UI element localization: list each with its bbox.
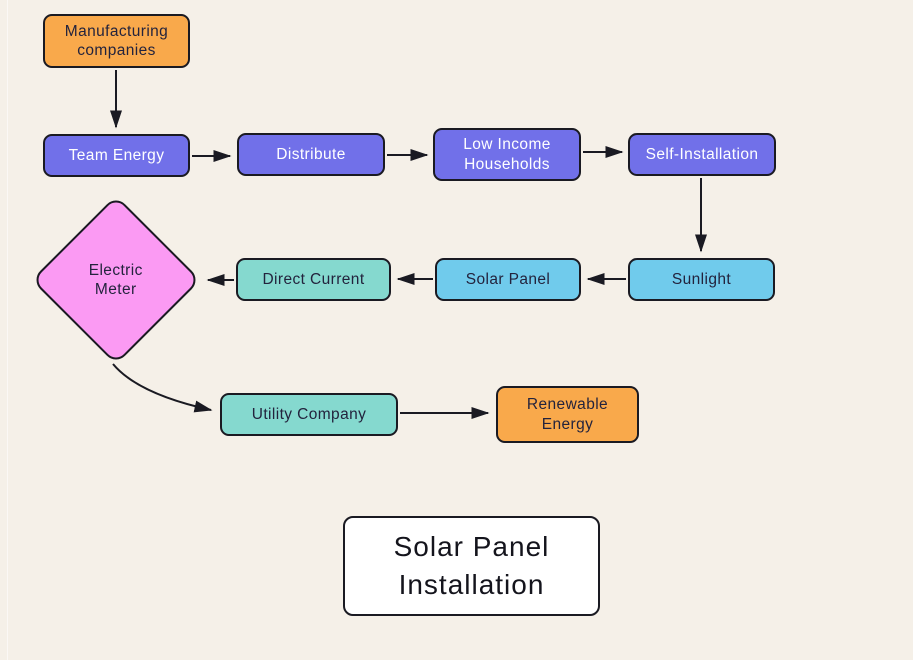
node-renewable-energy-label: Renewable Energy — [526, 396, 609, 433]
node-solar-panel: Solar Panel — [435, 258, 581, 301]
node-sunlight-label: Sunlight — [671, 270, 732, 288]
node-self-installation: Self-Installation — [628, 133, 776, 176]
node-manufacturing-companies-label: Manufacturing companies — [64, 22, 169, 59]
node-team-energy-label: Team Energy — [68, 146, 165, 164]
diagram-title-box: Solar Panel Installation — [343, 516, 600, 616]
node-solar-panel-label: Solar Panel — [465, 270, 551, 288]
node-low-income-households-label: Low Income Households — [463, 136, 551, 173]
canvas-edge-line — [7, 0, 8, 660]
node-distribute-label: Distribute — [276, 145, 346, 163]
node-team-energy: Team Energy — [43, 134, 190, 177]
diagram-title: Solar Panel Installation — [393, 531, 550, 600]
node-sunlight: Sunlight — [628, 258, 775, 301]
edge-electric-meter-to-utility-company — [112, 363, 213, 413]
node-distribute: Distribute — [237, 133, 385, 176]
node-utility-company-label: Utility Company — [251, 405, 367, 423]
node-low-income-households: Low Income Households — [433, 128, 581, 181]
node-utility-company: Utility Company — [220, 393, 398, 436]
node-direct-current-label: Direct Current — [262, 270, 365, 288]
node-self-installation-label: Self-Installation — [645, 145, 759, 163]
node-renewable-energy: Renewable Energy — [496, 386, 639, 443]
node-direct-current: Direct Current — [236, 258, 391, 301]
node-manufacturing-companies: Manufacturing companies — [43, 14, 190, 68]
node-electric-meter-label: Electric Meter — [88, 261, 143, 298]
